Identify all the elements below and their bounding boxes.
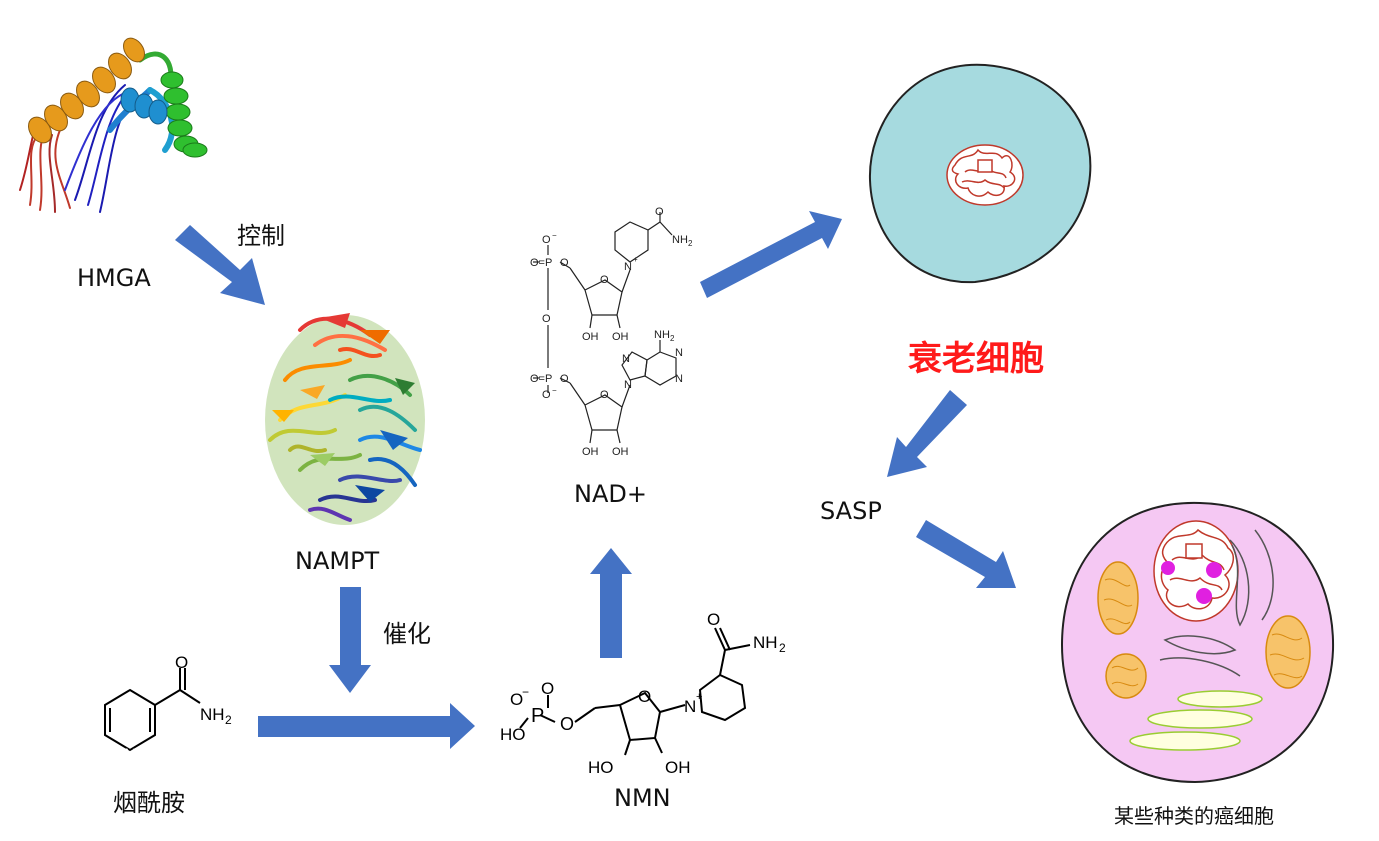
senescent-cell-label: 衰老细胞 bbox=[908, 339, 1044, 379]
nmn-molecule-icon: O P O O − HO O HO OH O NH 2 N + bbox=[500, 610, 786, 777]
hmga-label: HMGA bbox=[77, 264, 151, 292]
arrow-nad-to-senescent bbox=[700, 211, 842, 298]
arrow-nmn-to-nad bbox=[590, 548, 632, 658]
svg-text:OH: OH bbox=[612, 446, 629, 458]
nicotinamide-molecule-icon: O NH 2 N bbox=[104, 653, 232, 764]
cancer-cell-label: 某些种类的癌细胞 bbox=[1114, 804, 1274, 828]
arrow-senescent-to-sasp bbox=[887, 390, 967, 477]
svg-text:2: 2 bbox=[779, 641, 786, 655]
svg-text:N: N bbox=[675, 373, 683, 385]
svg-text:O=P: O=P bbox=[530, 373, 552, 385]
nicotinamide-label: 烟酰胺 bbox=[113, 789, 185, 817]
svg-text:O: O bbox=[175, 653, 188, 672]
svg-text:OH: OH bbox=[612, 331, 629, 343]
control-label: 控制 bbox=[237, 222, 285, 250]
svg-text:+: + bbox=[633, 255, 638, 264]
svg-text:O: O bbox=[560, 714, 574, 734]
svg-text:NH: NH bbox=[672, 234, 688, 246]
svg-text:NH: NH bbox=[200, 705, 225, 724]
svg-text:HO: HO bbox=[588, 758, 614, 777]
nampt-label: NAMPT bbox=[295, 547, 380, 575]
svg-text:+: + bbox=[696, 691, 702, 703]
svg-text:N: N bbox=[124, 745, 136, 764]
senescent-cell-icon bbox=[868, 63, 1092, 284]
arrow-sasp-to-cancer bbox=[916, 520, 1016, 588]
svg-text:OH: OH bbox=[665, 758, 691, 777]
svg-text:O: O bbox=[510, 690, 523, 709]
svg-text:OH: OH bbox=[582, 446, 599, 458]
svg-text:−: − bbox=[552, 231, 557, 240]
svg-text:O: O bbox=[600, 389, 609, 401]
nad-label: NAD+ bbox=[574, 480, 647, 508]
svg-text:N: N bbox=[624, 379, 632, 391]
svg-text:O: O bbox=[655, 206, 664, 218]
svg-text:O: O bbox=[560, 257, 569, 269]
arrow-hmga-to-nampt bbox=[175, 225, 265, 305]
svg-text:NH: NH bbox=[654, 329, 670, 341]
svg-text:OH: OH bbox=[582, 331, 599, 343]
svg-text:−: − bbox=[522, 685, 529, 699]
svg-text:O: O bbox=[707, 610, 720, 629]
svg-text:2: 2 bbox=[670, 334, 675, 343]
svg-text:N: N bbox=[684, 697, 696, 716]
arrow-nicotinamide-to-nmn bbox=[258, 703, 475, 749]
nmn-label: NMN bbox=[614, 784, 671, 812]
catalysis-label: 催化 bbox=[383, 620, 431, 648]
arrow-nampt-down bbox=[329, 587, 371, 693]
nampt-protein-icon bbox=[265, 313, 425, 525]
svg-text:N: N bbox=[622, 353, 630, 365]
svg-text:O: O bbox=[638, 687, 651, 706]
svg-text:N: N bbox=[675, 347, 683, 359]
svg-text:O: O bbox=[600, 274, 609, 286]
svg-text:O: O bbox=[542, 313, 551, 325]
svg-text:P: P bbox=[531, 705, 544, 727]
hmga-protein-icon bbox=[19, 37, 208, 213]
svg-text:O: O bbox=[542, 389, 551, 401]
svg-text:N: N bbox=[624, 261, 632, 273]
sasp-label: SASP bbox=[820, 497, 882, 525]
svg-text:O: O bbox=[560, 373, 569, 385]
svg-text:O=P: O=P bbox=[530, 257, 552, 269]
cancer-cell-icon bbox=[1060, 501, 1335, 784]
svg-text:O: O bbox=[542, 234, 551, 246]
svg-text:HO: HO bbox=[500, 725, 526, 744]
svg-text:−: − bbox=[552, 386, 557, 395]
svg-text:2: 2 bbox=[688, 239, 693, 248]
arrows bbox=[175, 211, 1016, 749]
svg-text:2: 2 bbox=[225, 713, 232, 727]
svg-text:NH: NH bbox=[753, 633, 778, 652]
svg-text:O: O bbox=[541, 679, 554, 698]
